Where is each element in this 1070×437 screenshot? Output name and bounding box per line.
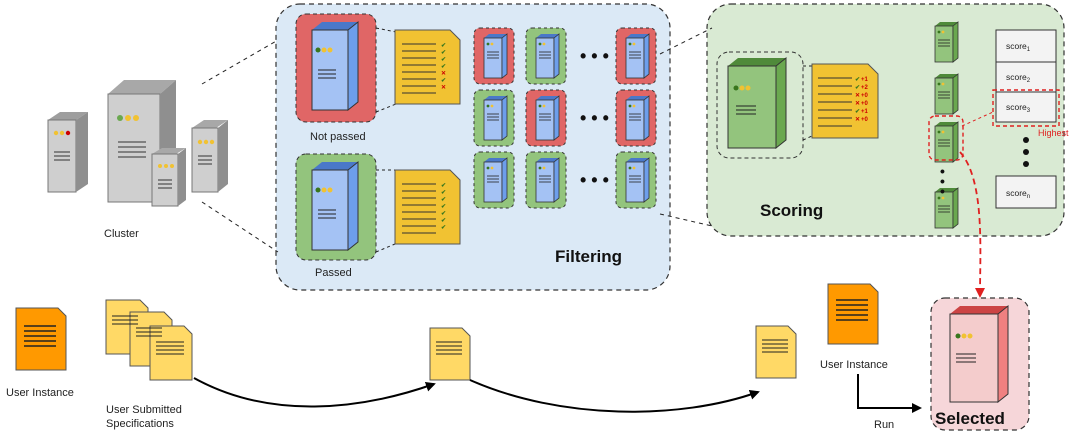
score-value: +0 xyxy=(861,101,869,107)
svg-text:✔: ✔ xyxy=(441,64,446,70)
svg-text:✔: ✔ xyxy=(855,109,860,115)
highest-score-highlight xyxy=(992,89,1060,127)
highest-node-highlight xyxy=(928,115,964,161)
user-submitted-label-1: User Submitted xyxy=(106,404,182,416)
score-n-label: scoren xyxy=(1006,188,1030,200)
svg-text:✕: ✕ xyxy=(855,92,860,99)
run-label: Run xyxy=(874,419,894,431)
scoring-panel xyxy=(706,3,1065,237)
not-passed-label: Not passed xyxy=(310,131,366,143)
scoring-checklist: ✔+1 ✔+2 ✕+0 ✕+0 ✔+1 ✕+0 xyxy=(811,63,879,139)
zoom-line-scoring-top xyxy=(659,27,713,55)
scoring-vertical-ellipsis: • xyxy=(940,183,945,199)
failed-node xyxy=(615,89,657,147)
score-1-label: score1 xyxy=(1006,41,1031,53)
svg-text:✕: ✕ xyxy=(441,70,446,77)
passed-server xyxy=(295,153,377,261)
scoring-vertical-ellipsis: • xyxy=(940,173,945,189)
selected-title: Selected xyxy=(935,409,1005,428)
svg-text:✔: ✔ xyxy=(441,190,446,196)
svg-text:✕: ✕ xyxy=(855,116,860,123)
user-instance-left-label: User Instance xyxy=(6,387,74,399)
svg-text:✔: ✔ xyxy=(441,78,446,84)
passed-node xyxy=(615,151,657,209)
zoom-line-top xyxy=(201,39,279,85)
ellipsis-row-1: • • • xyxy=(580,46,609,66)
passed-node xyxy=(525,151,567,209)
svg-text:✕: ✕ xyxy=(441,84,446,91)
scoring-server xyxy=(727,56,787,150)
svg-text:✕: ✕ xyxy=(855,100,860,107)
passed-node xyxy=(473,89,515,147)
score-table: score1 score2 score3 scoren xyxy=(995,29,1057,209)
svg-text:✔: ✔ xyxy=(441,225,446,231)
score-2-label: score2 xyxy=(1006,72,1031,84)
zoom-line-bottom xyxy=(201,201,279,253)
svg-text:✔: ✔ xyxy=(855,77,860,83)
ellipsis-row-2: • • • xyxy=(580,108,609,128)
run-arrow xyxy=(857,374,922,413)
failed-node xyxy=(473,27,515,85)
user-submitted-label-2: Specifications xyxy=(106,418,174,430)
scoring-title: Scoring xyxy=(760,201,823,220)
svg-text:✔: ✔ xyxy=(441,183,446,189)
scored-node xyxy=(934,73,959,115)
user-instance-right-label: User Instance xyxy=(820,359,888,371)
score-3-label: score3 xyxy=(1006,102,1031,114)
filter-node-grid xyxy=(473,27,657,209)
flow-arrow-2 xyxy=(469,379,760,413)
spec-doc-middle xyxy=(429,327,471,381)
score-value: +1 xyxy=(861,77,869,83)
svg-text:✔: ✔ xyxy=(441,43,446,49)
cluster-label: Cluster xyxy=(104,228,139,240)
failed-node xyxy=(525,89,567,147)
score-value: +2 xyxy=(861,85,869,91)
highest-label: Highest xyxy=(1038,128,1069,138)
svg-text:✔: ✔ xyxy=(441,50,446,56)
ellipsis-row-3: • • • xyxy=(580,170,609,190)
cluster-servers xyxy=(47,80,228,207)
selected-server xyxy=(949,304,1009,404)
score-value: +1 xyxy=(861,109,869,115)
svg-text:✔: ✔ xyxy=(441,211,446,217)
scored-node xyxy=(934,187,959,229)
scored-node-column xyxy=(934,21,959,229)
scoring-focus-box xyxy=(716,51,804,159)
svg-text:✔: ✔ xyxy=(441,218,446,224)
zoom-line-scoring-bottom xyxy=(659,213,713,227)
user-instance-doc-left xyxy=(15,307,67,371)
not-passed-server xyxy=(295,13,377,123)
not-passed-checklist: ✔ ✔ ✔ ✔ ✕ ✔ ✕ xyxy=(394,29,461,105)
passed-node xyxy=(525,27,567,85)
spec-doc-right xyxy=(755,325,797,379)
passed-label: Passed xyxy=(315,267,352,279)
user-instance-doc-right xyxy=(827,283,879,345)
svg-text:✔: ✔ xyxy=(441,57,446,63)
user-spec-stack xyxy=(105,299,193,381)
score-value: +0 xyxy=(861,93,869,99)
scoring-vertical-ellipsis: • xyxy=(940,163,945,179)
svg-text:✔: ✔ xyxy=(441,204,446,210)
svg-text:✔: ✔ xyxy=(855,85,860,91)
score-value: +0 xyxy=(861,117,869,123)
passed-checklist: ✔ ✔ ✔ ✔ ✔ ✔ ✔ xyxy=(394,169,461,245)
filtering-title: Filtering xyxy=(555,247,622,266)
svg-text:✔: ✔ xyxy=(441,197,446,203)
passed-node xyxy=(473,151,515,209)
failed-node xyxy=(615,27,657,85)
scored-node xyxy=(934,21,959,63)
flow-arrow-1 xyxy=(193,377,436,408)
scored-node xyxy=(934,121,959,163)
selection-arrow xyxy=(959,151,986,298)
